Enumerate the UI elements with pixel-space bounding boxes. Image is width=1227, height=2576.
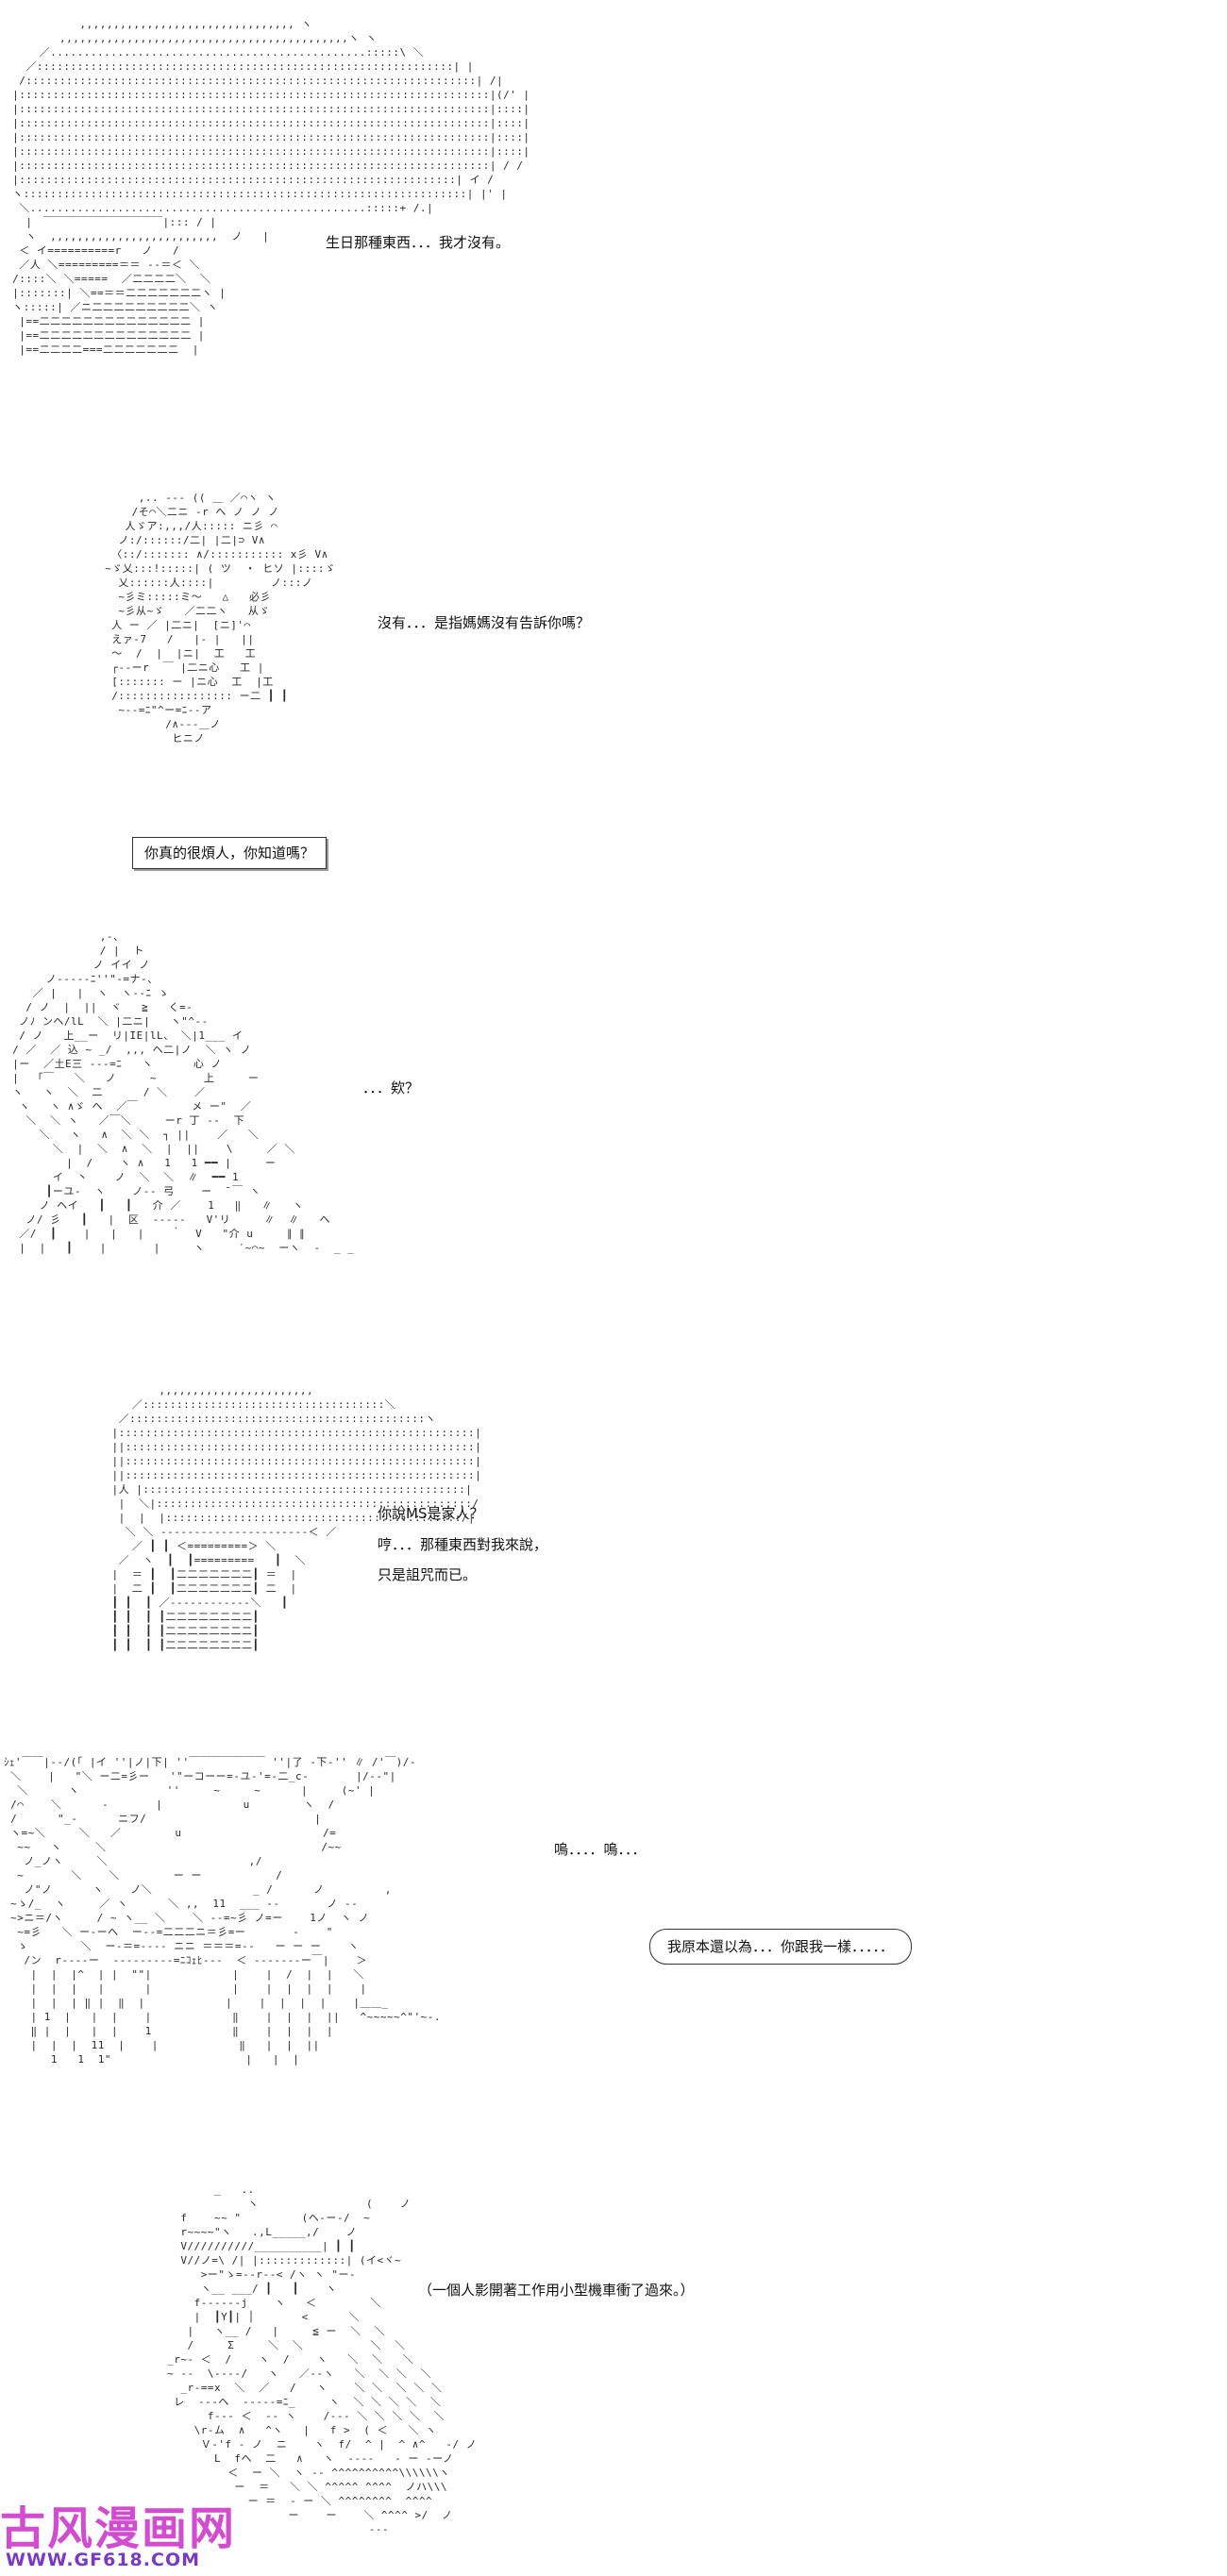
dialogue-line-4b: 哼．．．那種東西對我來說，	[378, 1536, 548, 1553]
narration-line-6: （一個人影開著工作用小型機車衝了過來。）	[418, 2282, 695, 2299]
ascii-art-figure-5: ｼｪ'￣￣|--/(「 |イ ''|ノ|下| ''￣￣￣￣￣￣￣ ''|了 ‐下…	[4, 1756, 441, 2066]
dialogue-line-4a: 你說MS是家人？	[378, 1505, 484, 1522]
dialogue-line-2: 沒有．．．是指媽媽沒有告訴你嗎？	[378, 614, 591, 631]
ascii-art-figure-3: ,-、 / | ト ノ イイ ノ ノ‐‐‐‐‐ﾆ''"‐=ナ-、 ／ | | ヽ…	[12, 930, 355, 1254]
ascii-art-figure-4: ,,,,,,,,,,,,,,,,,,,,,,, ／:::::::::::::::…	[111, 1384, 482, 1651]
watermark-logo: 古风漫画网	[0, 2502, 237, 2555]
speech-box-annoying: 你真的很煩人，你知道嗎？	[132, 837, 328, 869]
ascii-art-figure-2: ,.. -‐‐ (( ＿ ／⌒ヽ ヽ /そ⌒＼二ニ ‐r へ ノ ノ ノ 人ゞア…	[105, 492, 336, 744]
ascii-art-figure-1: ,,,,,,,,,,,,,,,,,,,,,,,,,,,,,,,, ヽ ,,,,,…	[12, 18, 530, 356]
watermark-url: WWW.GF618.COM	[6, 2550, 200, 2570]
speech-bubble-same-as-me: 我原本還以為．．．你跟我一樣．．．．．	[649, 1929, 913, 1965]
dialogue-line-1: 生日那種東西．．．我才沒有。	[326, 234, 511, 251]
dialogue-line-5: 嗚．．．．嗚．．．	[554, 1841, 647, 1858]
ascii-art-figure-6: _ .. ヽ ( ノ f ~~ " (ヘ-ー-/ ~ r~~~~"ヽ .,L__…	[167, 2183, 478, 2535]
dialogue-line-4c: 只是詛咒而已。	[378, 1566, 478, 1583]
dialogue-line-3: ．．．欸？	[362, 1079, 420, 1096]
